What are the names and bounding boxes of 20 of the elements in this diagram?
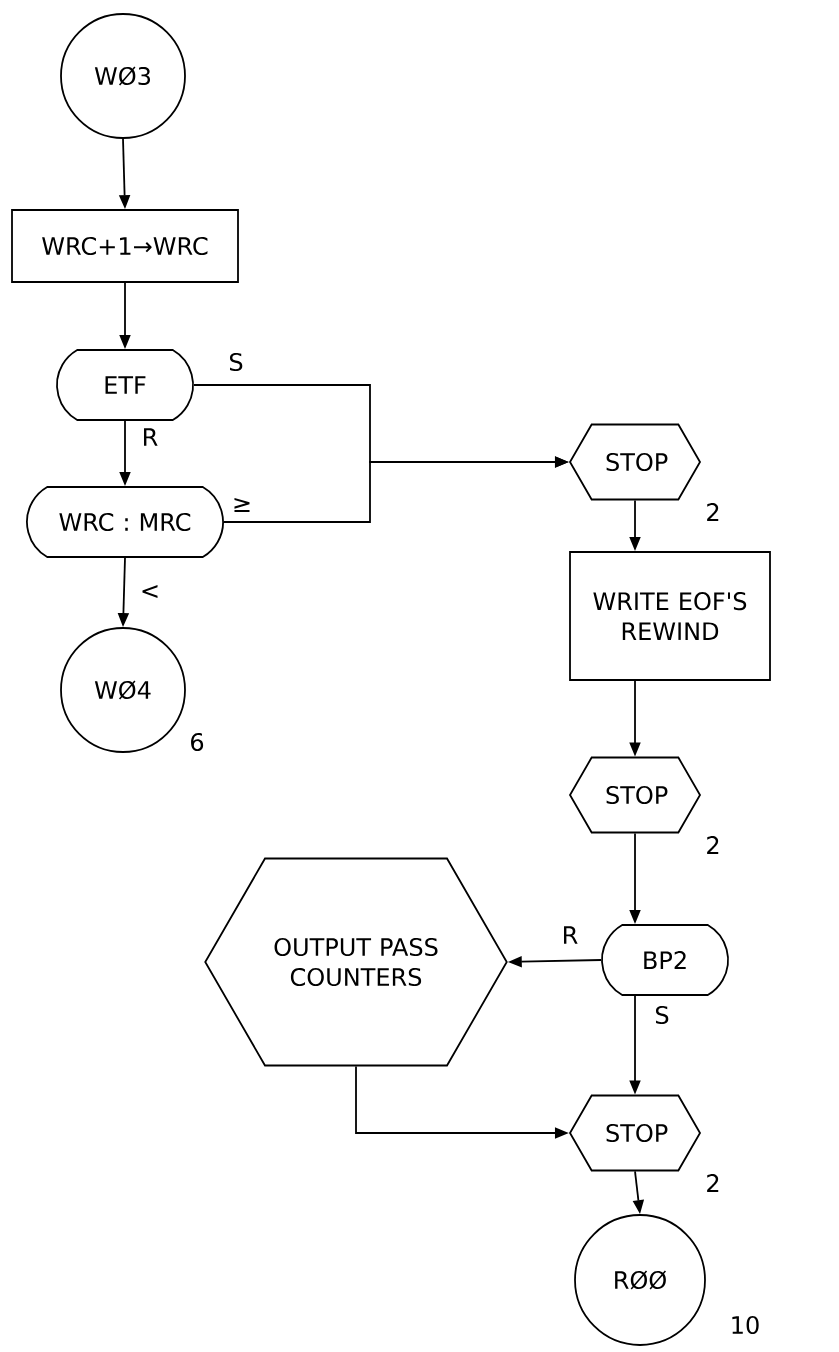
stop-hexagon: STOP (568, 423, 702, 501)
side-number: 2 (707, 503, 719, 521)
edge-label: ≥ (230, 497, 254, 513)
edge-label: S (227, 351, 245, 373)
decision-terminal: ETF (56, 349, 194, 421)
decision-terminal: WRC : MRC (26, 486, 224, 558)
side-number: 10 (732, 1315, 759, 1335)
side-number: 6 (191, 732, 204, 752)
side-number: 2 (707, 1174, 719, 1192)
side-number: 2 (707, 836, 719, 854)
edge-label: R (140, 427, 160, 447)
process-box: WRC+1→WRC (11, 209, 239, 283)
output-hexagon: OUTPUT PASS COUNTERS (204, 857, 508, 1067)
stop-hexagon: STOP (568, 1094, 702, 1172)
edge-label: S (653, 1004, 671, 1026)
decision-terminal: BP2 (601, 924, 729, 996)
edge-label: R (560, 925, 580, 945)
stop-hexagon: STOP (568, 756, 702, 834)
edge-label: < (138, 584, 162, 600)
process-box: WRITE EOF'S REWIND (569, 551, 771, 681)
